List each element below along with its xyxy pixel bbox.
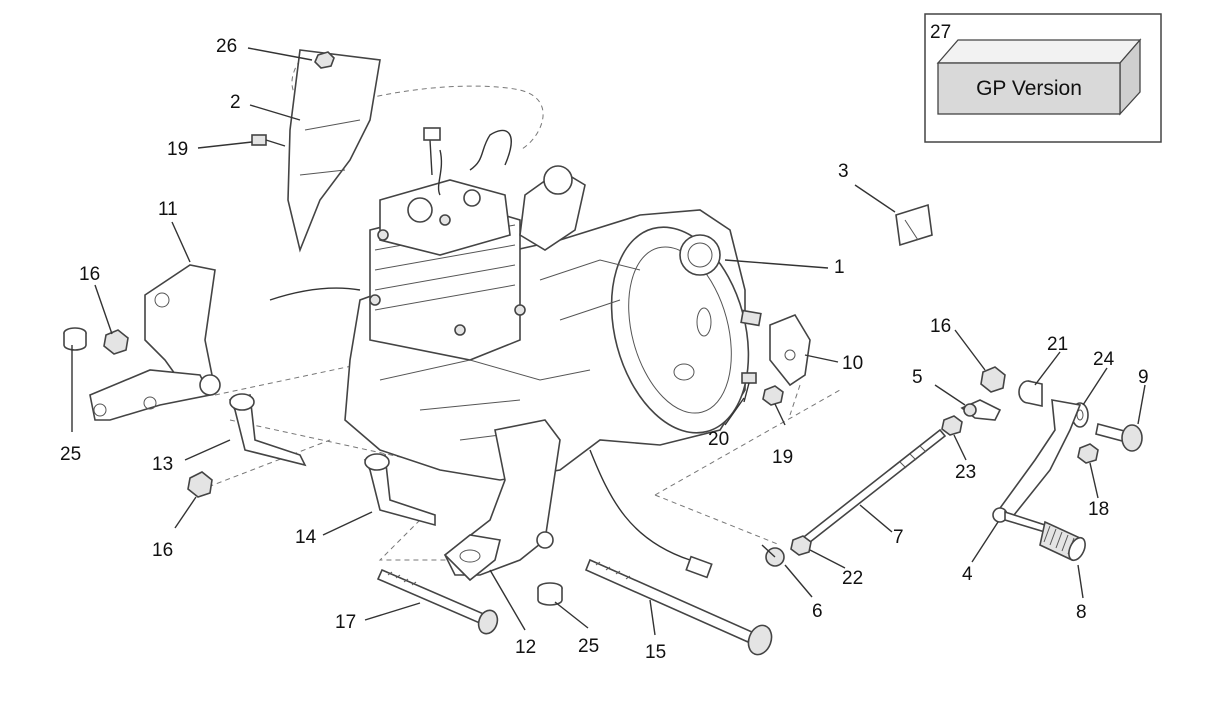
callout-labels: 26 2 19 3 1 10 11 16 25 13 16 14 17 12 2…: [60, 36, 1149, 663]
callout-14: 14: [295, 527, 317, 548]
part-8-footpeg: [1039, 520, 1086, 562]
leader-lines: [71, 47, 1146, 636]
callout-18: 19: [167, 139, 188, 160]
part-2-cover: [287, 49, 381, 253]
part-15-long-bolt: [584, 558, 773, 656]
part-21-spacer: [1018, 380, 1043, 407]
part-25-bushing-left: [63, 327, 87, 351]
callout-25-left: 25: [60, 444, 81, 465]
callout-4: 4: [962, 564, 973, 585]
callout-12: 12: [515, 637, 536, 658]
callout-2: 2: [230, 92, 241, 113]
part-22-nut: [790, 535, 812, 556]
part-23-nut: [941, 415, 963, 436]
gp-version-label: GP Version: [976, 77, 1082, 100]
part-3-clip: [895, 203, 933, 247]
callout-17: 17: [335, 612, 356, 633]
assembly-guide-lines: [199, 59, 841, 561]
callout-8: 8: [1076, 602, 1087, 623]
part-5-joint: [960, 399, 1002, 421]
callout-3: 3: [838, 161, 849, 182]
part-16-nut-left: [103, 329, 129, 355]
callout-26: 26: [216, 36, 237, 57]
callout-24: 24: [1093, 349, 1115, 370]
part-9-bolt: [1095, 423, 1143, 452]
part-11-bracket: [89, 264, 221, 421]
part-10-bracket: [740, 309, 811, 387]
part-14-rod: [363, 453, 436, 527]
part-19-nut-upper: [762, 385, 784, 406]
callout-16-left: 16: [79, 264, 100, 285]
part-25-bushing-lower: [537, 582, 563, 606]
callout-22: 22: [842, 568, 863, 589]
callout-25-lower: 25: [578, 636, 599, 657]
callout-19-upper: 19: [772, 447, 793, 468]
part-4-lever: [992, 399, 1082, 534]
part-16-nut-right: [980, 366, 1006, 393]
callout-11: 11: [158, 199, 178, 220]
part-17-bolt: [376, 568, 499, 635]
callout-6: 6: [812, 601, 823, 622]
callout-19-right: 18: [1088, 499, 1109, 520]
callout-27: 27: [930, 22, 951, 43]
callout-9: 9: [1138, 367, 1149, 388]
part-6-ball-joint: [761, 544, 785, 567]
part-18-bolt: [251, 134, 286, 147]
part-26-nut: [314, 51, 335, 69]
part-16-nut-lower: [187, 471, 213, 498]
callout-10: 10: [842, 353, 863, 374]
engine-assembly: [269, 127, 750, 579]
callout-23: 23: [955, 462, 976, 483]
callout-16-right: 16: [930, 316, 951, 337]
part-20-bolt: [741, 372, 757, 403]
part-7-rod: [798, 428, 947, 548]
callout-16-lower: 16: [152, 540, 173, 561]
part-19-nut-right: [1077, 443, 1099, 464]
gp-version-box: 27 GP Version: [924, 13, 1162, 143]
part-12-bracket: [443, 419, 561, 582]
callout-15: 15: [645, 642, 666, 663]
callout-21: 21: [1047, 334, 1068, 355]
callout-13: 13: [152, 454, 173, 475]
part-13-rod: [228, 393, 307, 467]
callout-7: 7: [893, 527, 904, 548]
callout-5: 5: [912, 367, 923, 388]
callout-20: 20: [708, 429, 729, 450]
callout-1: 1: [834, 257, 845, 278]
